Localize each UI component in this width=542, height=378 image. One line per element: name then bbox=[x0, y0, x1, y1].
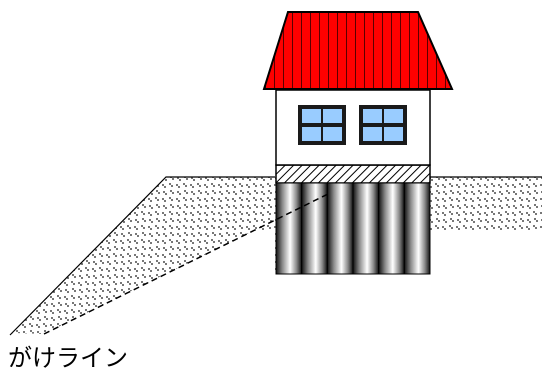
ground-surface-line bbox=[9, 176, 275, 336]
cliff-line bbox=[43, 192, 331, 335]
pile bbox=[378, 182, 405, 275]
right-ground-band bbox=[430, 181, 542, 232]
pile bbox=[352, 182, 380, 275]
pile-foundation bbox=[275, 182, 431, 275]
pile bbox=[275, 182, 303, 275]
right-ground-clip bbox=[430, 232, 542, 378]
window-left bbox=[298, 105, 346, 145]
pile bbox=[301, 182, 328, 275]
foundation-hatch bbox=[275, 164, 431, 184]
house-roof bbox=[262, 11, 454, 90]
cliff-line-label: がけライン bbox=[8, 344, 128, 372]
window-right bbox=[359, 105, 407, 145]
pile bbox=[326, 182, 354, 275]
slope-band bbox=[14, 181, 275, 334]
pile bbox=[403, 182, 431, 275]
slope-ground-clip bbox=[0, 232, 275, 378]
